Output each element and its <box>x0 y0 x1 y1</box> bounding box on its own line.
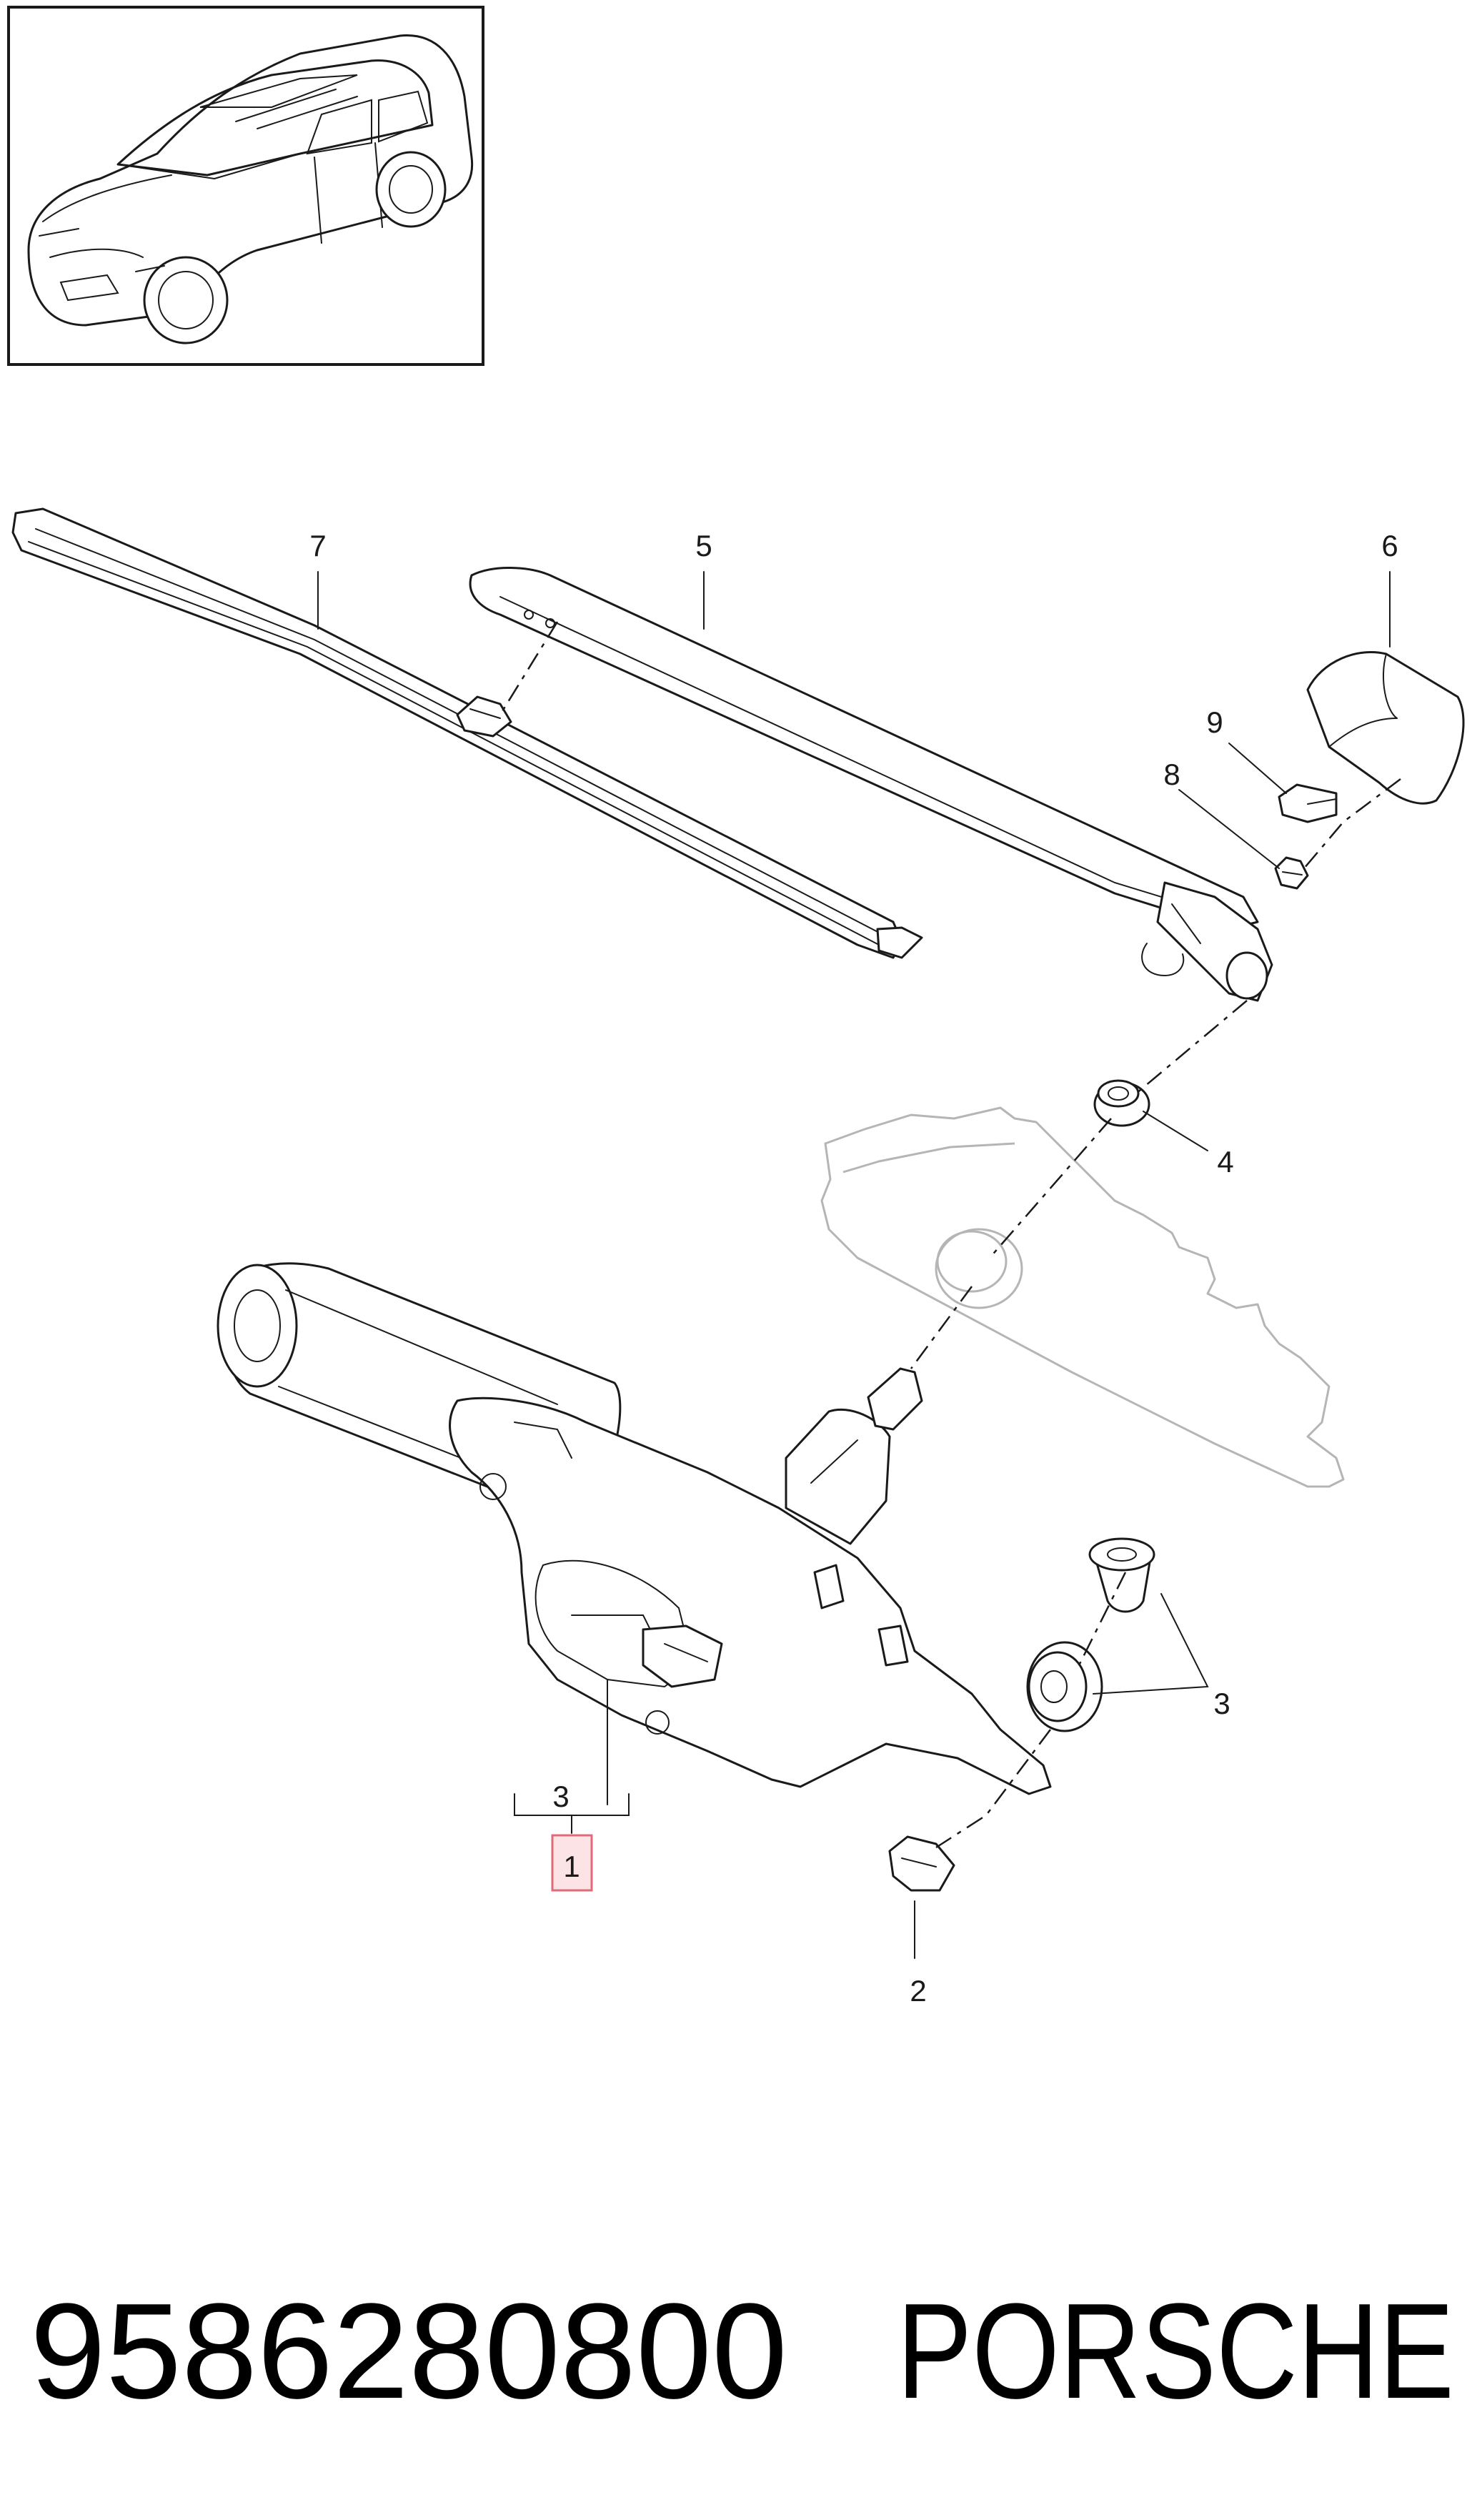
callout-3-motor: 3 <box>552 1780 569 1813</box>
wiper-motor <box>217 1262 1052 1795</box>
body-panel-outline <box>820 1106 1345 1488</box>
vehicle-thumbnail <box>7 6 484 366</box>
callout-2: 2 <box>910 1974 926 2008</box>
callout-8: 8 <box>1163 758 1180 791</box>
callout-6: 6 <box>1381 529 1398 562</box>
cap-and-fasteners <box>1274 650 1465 890</box>
callout-9: 9 <box>1206 705 1223 739</box>
part-number: 9586280800 <box>30 2276 787 2427</box>
callout-4: 4 <box>1217 1145 1233 1179</box>
callout-7: 7 <box>309 529 326 562</box>
leader-lines <box>317 571 1391 1959</box>
callout-5: 5 <box>695 529 712 562</box>
wiper-blade <box>11 507 923 959</box>
brand-name: PORSCHE <box>897 2276 1454 2427</box>
callout-3-grommets: 3 <box>1213 1687 1230 1720</box>
highlight-box-1 <box>551 1834 593 1892</box>
mounting-grommets <box>1026 1537 1155 1732</box>
grommet <box>1093 1079 1150 1127</box>
callout-1: 1 <box>563 1850 580 1883</box>
hex-nut <box>888 1835 955 1892</box>
assembly-axes <box>499 621 1401 1849</box>
wiper-arm <box>469 567 1273 1002</box>
